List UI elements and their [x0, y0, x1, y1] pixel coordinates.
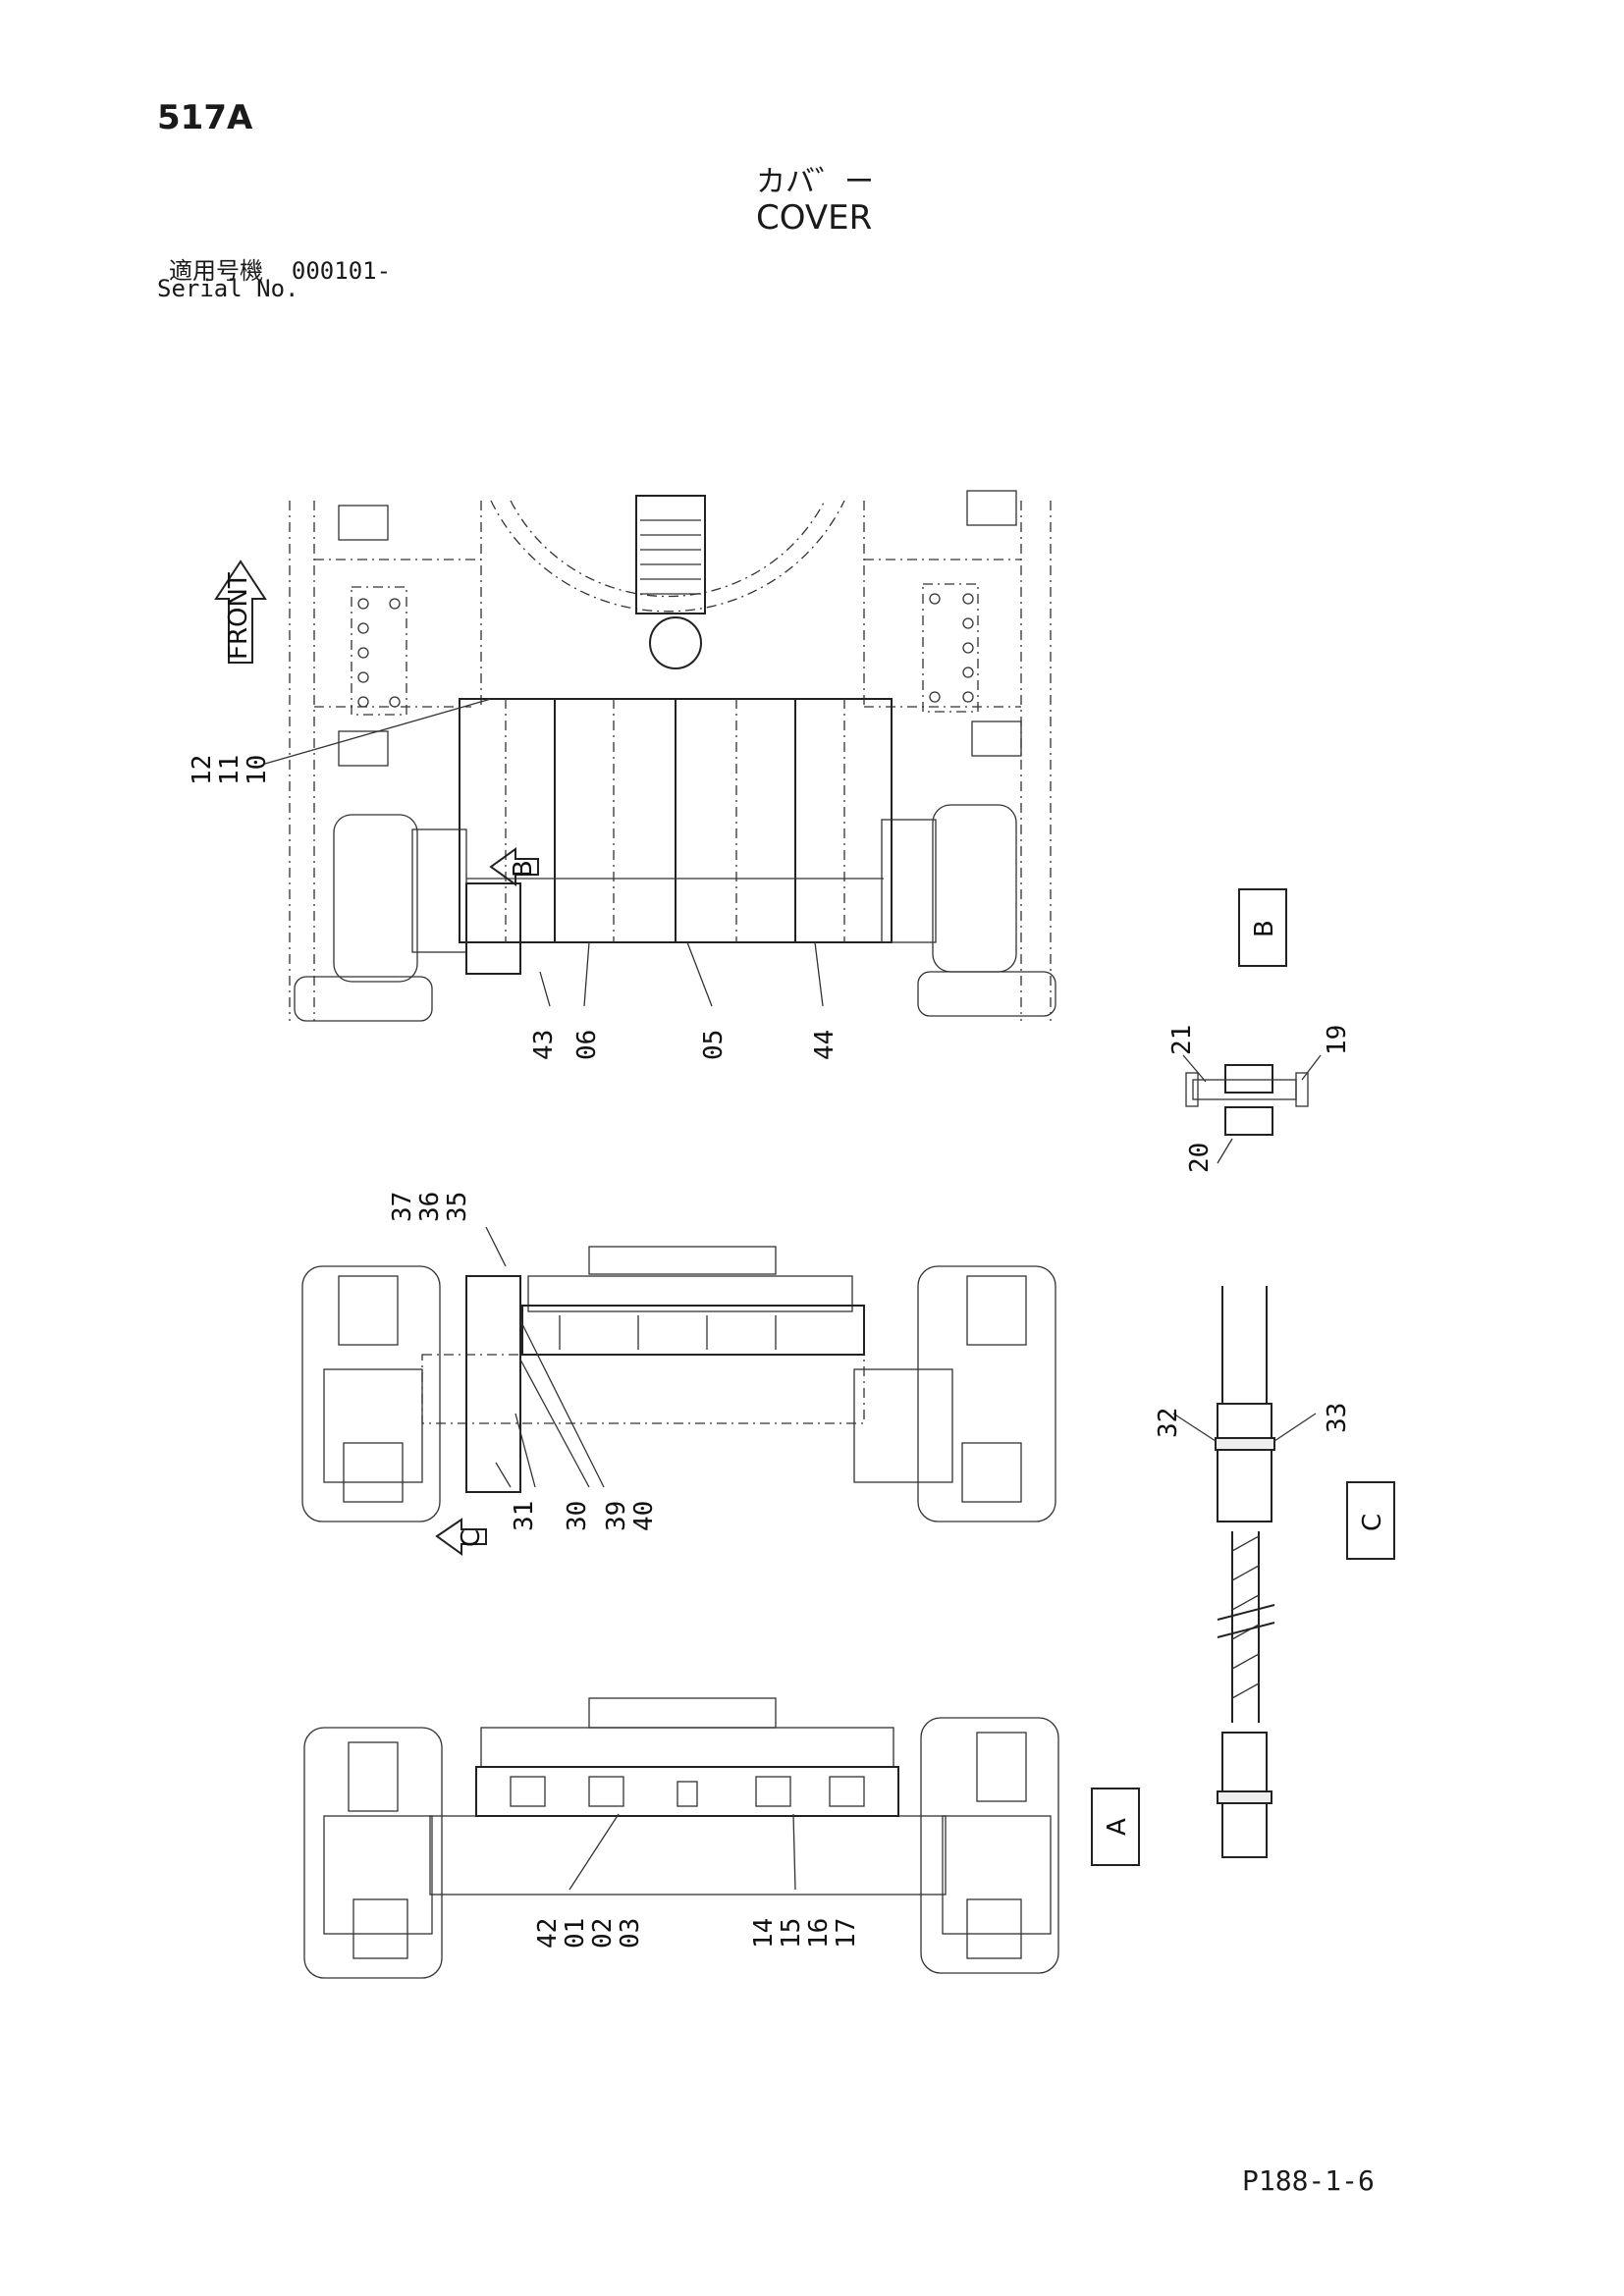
- detail-b: B 21 20 19: [1167, 888, 1352, 1173]
- part-label: 43: [529, 1030, 559, 1060]
- part-label: 31: [510, 1501, 539, 1531]
- view-c-label: C: [1358, 1514, 1387, 1531]
- page-reference: P188-1-6: [1242, 2164, 1375, 2197]
- part-label: 10: [243, 755, 272, 785]
- part-label: 32: [1154, 1408, 1183, 1438]
- part-label: 11: [215, 755, 244, 785]
- part-label: 15: [777, 1918, 806, 1949]
- view-b-arrow-label: B: [509, 860, 538, 878]
- part-label: 06: [572, 1030, 602, 1060]
- title-japanese: カバ゛ー: [756, 165, 874, 199]
- page-code: 517A: [157, 98, 253, 137]
- part-label: 37: [388, 1192, 417, 1222]
- title-english: COVER: [756, 198, 873, 238]
- middle-view: C 37 36 35 31 30 39 40: [301, 1192, 1056, 1556]
- part-label: 01: [561, 1918, 590, 1949]
- part-label: 44: [810, 1030, 839, 1060]
- part-label: 12: [188, 755, 217, 785]
- serial-label-jp: 適用号機: [169, 257, 263, 285]
- part-label: 14: [749, 1918, 779, 1949]
- view-c-arrow-label: C: [457, 1529, 486, 1547]
- part-label: 20: [1185, 1143, 1215, 1173]
- top-view: FRONT B 12 11 10 43 06 05 44: [188, 490, 1056, 1060]
- front-arrow-label: FRONT: [224, 572, 253, 660]
- part-label: 40: [629, 1501, 659, 1531]
- part-label: 33: [1323, 1403, 1352, 1433]
- part-label: 17: [832, 1918, 861, 1949]
- part-label: 03: [616, 1918, 645, 1949]
- part-label: 39: [602, 1501, 631, 1531]
- bottom-view: A 42 01 02 03 14 15 16 17: [303, 1697, 1140, 1979]
- serial-value: 000101-: [291, 257, 392, 285]
- detail-c: C 32 33: [1154, 1286, 1395, 1858]
- serial-number-japanese: 適用号機 000101-: [169, 251, 391, 286]
- view-a-label: A: [1103, 1818, 1132, 1836]
- part-label: 21: [1167, 1025, 1197, 1055]
- part-label: 30: [563, 1501, 592, 1531]
- part-label: 19: [1323, 1025, 1352, 1055]
- labels-10-12: 12 11 10: [188, 755, 272, 785]
- view-b-label: B: [1250, 920, 1279, 937]
- part-label: 02: [588, 1918, 618, 1949]
- part-label: 35: [443, 1192, 472, 1222]
- part-label: 36: [415, 1192, 445, 1222]
- serial-number-english: Serial No.: [157, 275, 299, 302]
- part-label: 42: [533, 1918, 563, 1949]
- part-label: 16: [804, 1918, 834, 1949]
- part-label: 05: [699, 1030, 729, 1060]
